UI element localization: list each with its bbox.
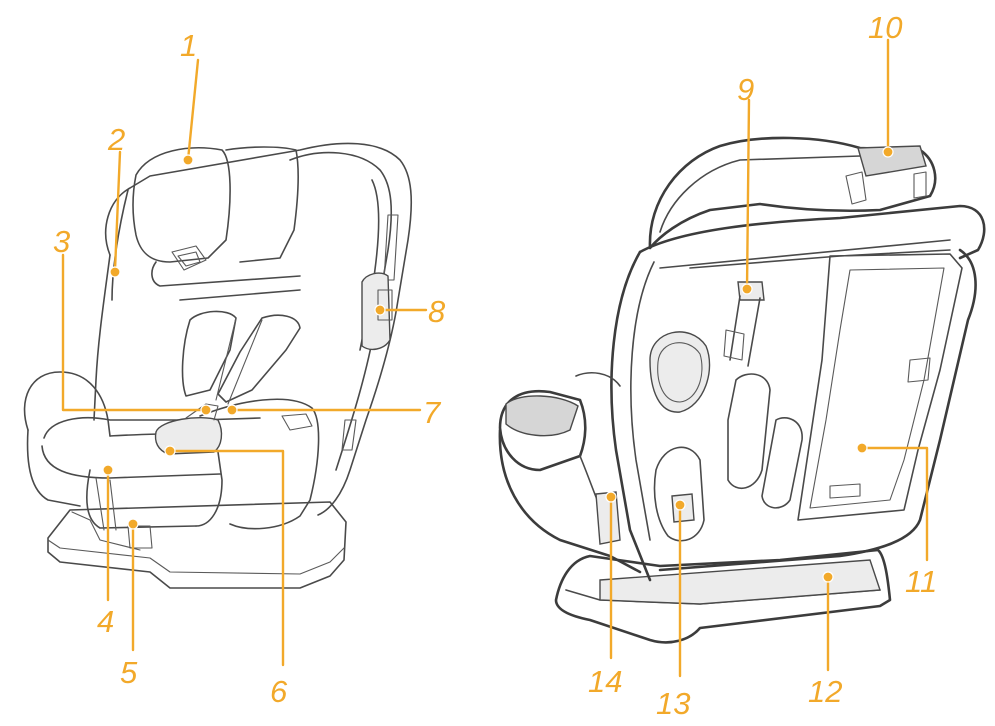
callout-dot-2	[109, 266, 121, 278]
leader-1	[186, 58, 200, 162]
callout-dot-13	[674, 499, 686, 511]
callout-dot-3	[200, 404, 212, 416]
callout-label-4: 4	[97, 604, 114, 639]
callout-label-13: 13	[656, 686, 690, 721]
leader-11	[860, 446, 929, 562]
callout-label-5: 5	[120, 655, 138, 690]
callout-dot-10	[882, 146, 894, 158]
rear-seat-base	[554, 548, 892, 644]
callout-label-10: 10	[868, 10, 902, 45]
front-seat-cushion	[23, 371, 320, 549]
callout-label-12: 12	[808, 674, 842, 709]
callout-dot-14	[605, 491, 617, 503]
callout-label-14: 14	[588, 664, 622, 699]
leader-2	[113, 150, 122, 272]
front-harness	[179, 289, 301, 405]
rear-side-wing	[498, 372, 642, 574]
callout-dot-1	[182, 154, 194, 166]
callout-label-2: 2	[107, 122, 125, 157]
callout-label-3: 3	[53, 224, 70, 259]
callout-dots	[102, 146, 894, 583]
leader-6	[168, 449, 285, 667]
callout-dot-11	[856, 442, 868, 454]
callout-dot-5	[127, 518, 139, 530]
callout-dot-6	[164, 445, 176, 457]
rear-headrest	[648, 136, 937, 250]
front-view-seat-illustration	[23, 142, 413, 589]
callout-label-6: 6	[270, 674, 288, 709]
callout-label-7: 7	[423, 395, 442, 430]
front-seat-base	[47, 501, 347, 589]
callout-dot-9	[741, 283, 753, 295]
callout-dot-7	[226, 404, 238, 416]
callout-label-11: 11	[905, 564, 937, 599]
callout-label-1: 1	[180, 28, 197, 63]
leader-9	[745, 98, 751, 291]
callout-dot-8	[374, 304, 386, 316]
callout-label-8: 8	[428, 294, 446, 329]
front-headrest	[132, 146, 301, 287]
rear-backrest-shell	[610, 204, 986, 582]
rear-view-seat-illustration	[498, 136, 986, 644]
callout-dot-12	[822, 571, 834, 583]
leader-3	[61, 253, 208, 412]
rear-belt-lock	[723, 281, 765, 367]
callout-label-9: 9	[737, 72, 754, 107]
callout-leaders	[61, 38, 929, 678]
callout-numbers: 1 2 3 4 5 6 7 8 9 10 11 12 13 14	[53, 10, 937, 721]
callout-dot-4	[102, 464, 114, 476]
